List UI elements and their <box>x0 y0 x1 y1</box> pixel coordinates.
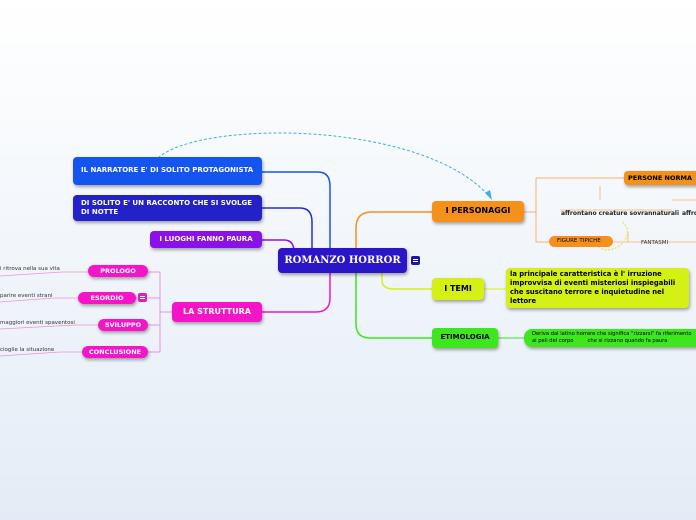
fantasmi-loop <box>595 221 629 251</box>
conclusione-note: cioglie la situazione <box>0 347 55 353</box>
topic-notte[interactable]: DI SOLITO E' UN RACCONTO CHE SI SVOLGE D… <box>73 195 262 221</box>
figure-tipiche[interactable]: FIGURE TIPICHE <box>549 236 613 247</box>
connector-personaggi-sub <box>524 177 624 243</box>
connector-narratore <box>262 171 331 255</box>
topic-narratore[interactable]: IL NARRATORE E' DI SOLITO PROTAGONISTA <box>73 157 262 185</box>
connector-figure-sub <box>604 232 696 243</box>
persone-normali[interactable]: PERSONE NORMA <box>624 171 696 185</box>
connector-notte <box>262 207 313 255</box>
topic-struttura[interactable]: LA STRUTTURA <box>172 302 262 322</box>
connector-struttura <box>262 270 331 313</box>
struttura-prologo[interactable]: PROLOGO <box>88 265 148 277</box>
prologo-note: i ritrova nella sua vita <box>0 266 60 272</box>
temi-line-4: lettore <box>510 296 537 305</box>
connector-struttura-items <box>136 271 172 353</box>
temi-line-2: improvvisa di eventi misteriosi inspiega… <box>510 279 676 288</box>
note-icon[interactable] <box>411 256 420 265</box>
temi-line-3: che suscitano terrore e inquietudine nel <box>510 288 665 296</box>
topic-etimologia[interactable]: ETIMOLOGIA <box>432 328 498 348</box>
struttura-conclusione[interactable]: CONCLUSIONE <box>82 346 148 358</box>
temi-description[interactable]: la principale caratteristica è l' irruzi… <box>506 268 689 308</box>
connector-temi <box>381 272 432 290</box>
topic-luoghi[interactable]: I LUOGHI FANNO PAURA <box>150 231 262 248</box>
struttura-sviluppo[interactable]: SVILUPPO <box>98 319 148 331</box>
connector-persone-sub <box>560 186 696 211</box>
figure-label: FIGURE <box>557 237 578 244</box>
relationship-arrowhead <box>485 190 492 200</box>
esordio-note: parire eventi strani <box>0 293 53 299</box>
etimologia-description[interactable]: Deriva dal latino horrere che significa … <box>524 329 696 347</box>
etimologia-line-1: Deriva dal latino horrere che significa … <box>532 330 692 337</box>
central-topic[interactable]: ROMANZO HORROR <box>278 248 407 273</box>
sviluppo-note: maggiori eventi spaventosi <box>0 320 75 326</box>
connector-personaggi <box>355 211 432 250</box>
fantasmi-text: FANTASMI <box>641 240 669 246</box>
topic-temi[interactable]: I TEMI <box>432 278 484 300</box>
affrontano-text: affrontano creature sovrannaturali <box>561 210 680 217</box>
note-icon[interactable] <box>138 293 147 302</box>
affro-text: affro <box>682 210 696 217</box>
topic-personaggi[interactable]: I PERSONAGGI <box>432 201 524 222</box>
tipiche-label: TIPICHE <box>579 237 601 244</box>
struttura-esordio[interactable]: ESORDIO <box>78 292 136 304</box>
connector-etimologia <box>355 272 432 339</box>
temi-line-1: la principale caratteristica è l' irruzi… <box>510 270 662 279</box>
connector-struttura-notes <box>0 271 98 357</box>
